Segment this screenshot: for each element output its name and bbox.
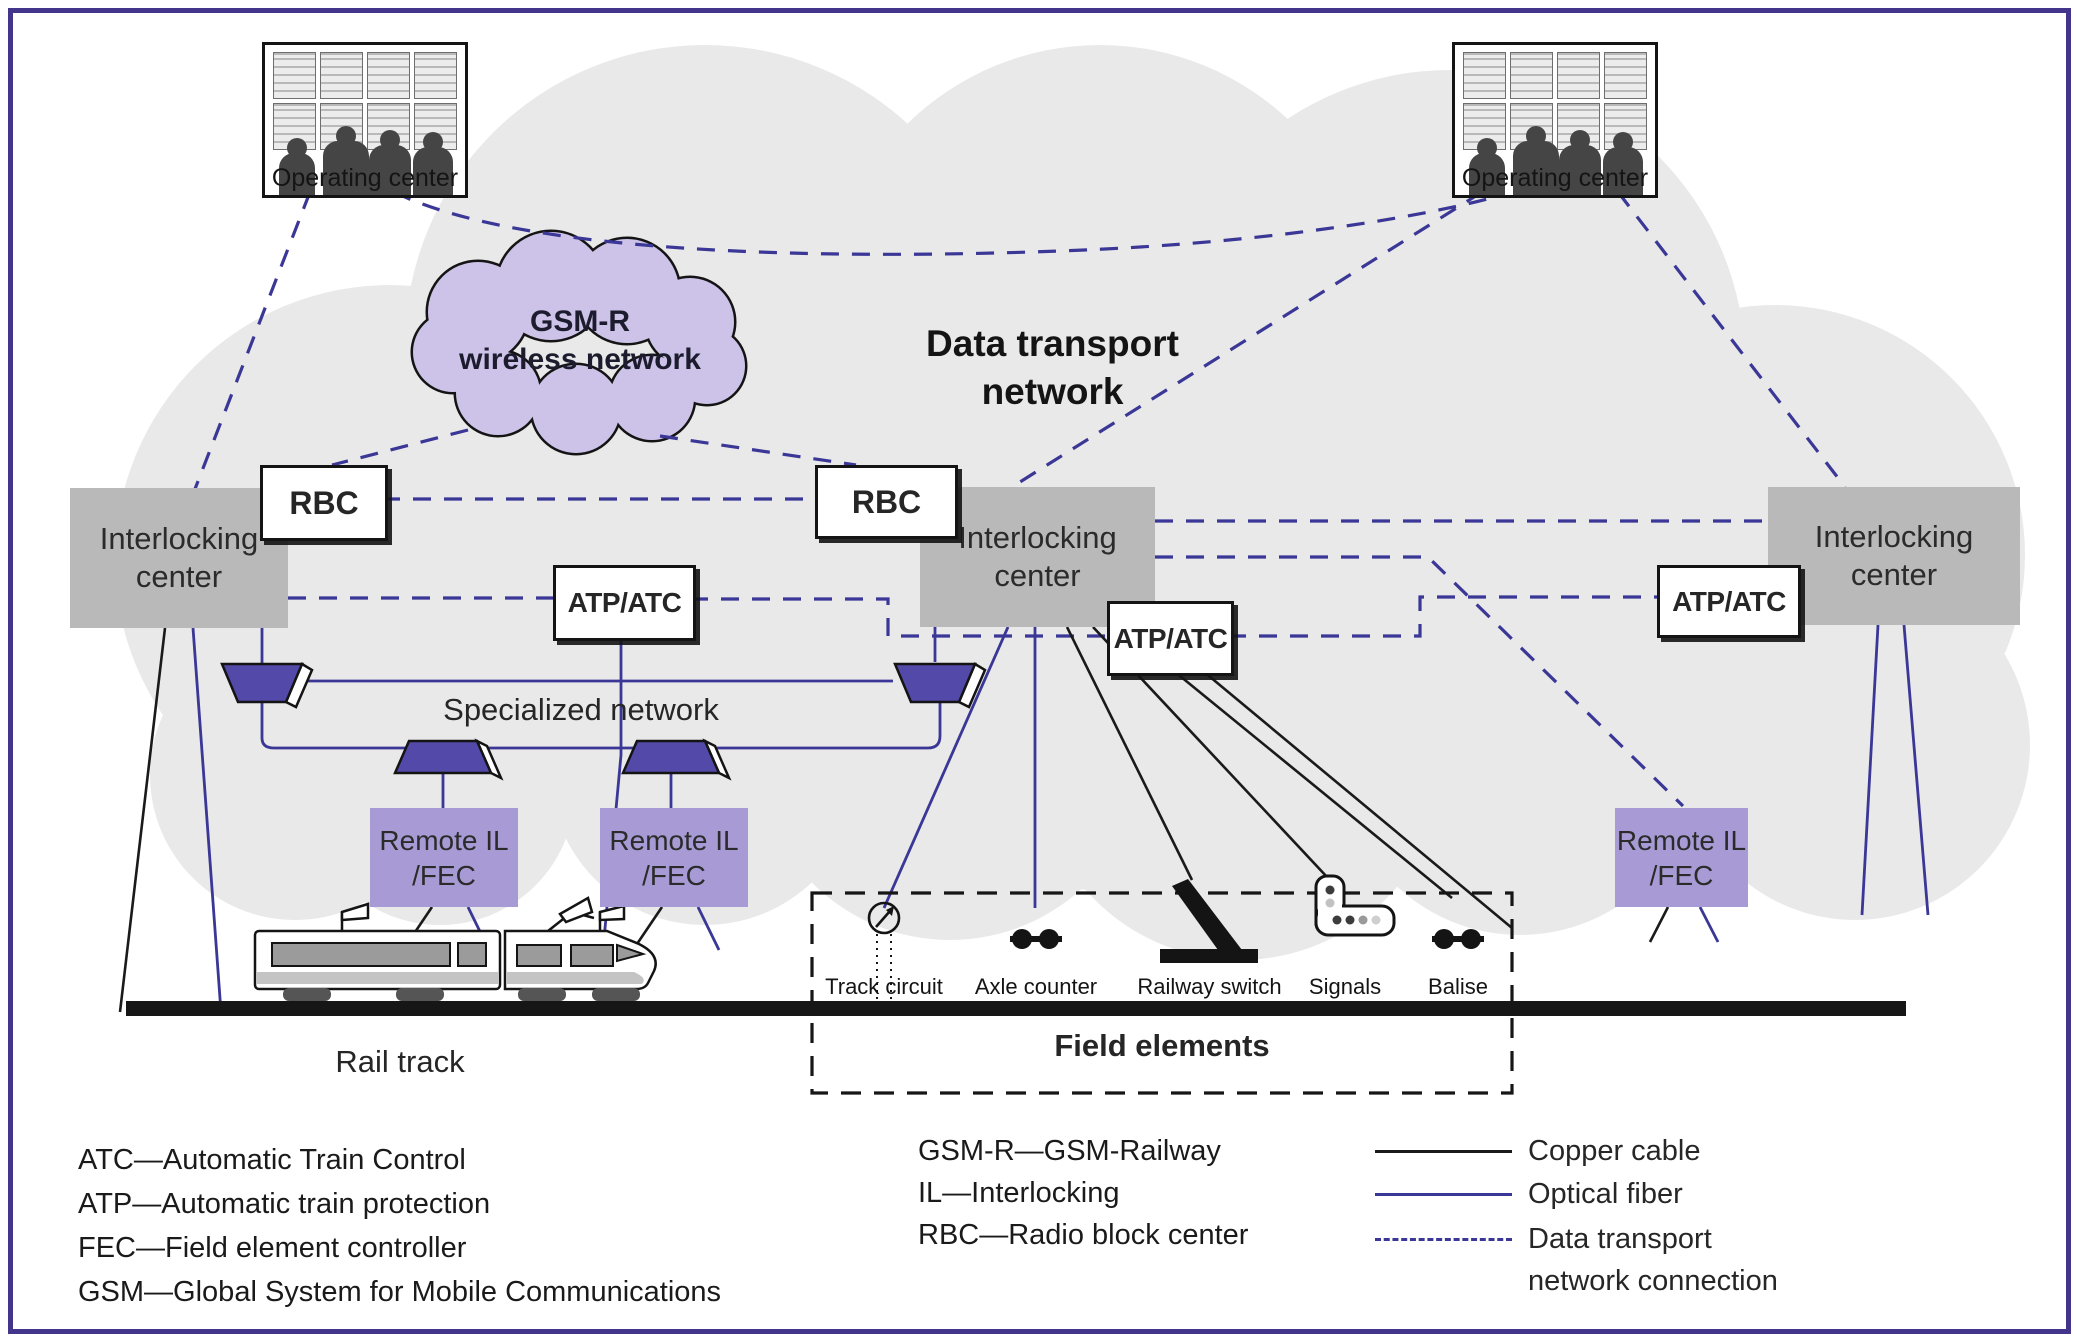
optical-interlocking-right-leg2 bbox=[1902, 624, 1930, 916]
network-node-icon bbox=[393, 738, 504, 781]
atp-atc-mid-box: ATP/ATC bbox=[1107, 601, 1234, 676]
monitor-screen bbox=[1463, 52, 1506, 99]
copper-remote-right-leg bbox=[1648, 906, 1670, 943]
copper-interlocking-left-leg bbox=[118, 627, 167, 1013]
dashed-atp-mid-to-atp-right bbox=[1228, 595, 1657, 638]
copper-to-railway-switch bbox=[1065, 626, 1194, 881]
dashed-opleft-to-opright-sweep bbox=[393, 190, 1513, 256]
monitor-screen bbox=[320, 52, 363, 99]
balise-icon bbox=[1432, 929, 1484, 949]
remote-il-fec-mid: Remote IL /FEC bbox=[600, 808, 748, 907]
train-icon bbox=[253, 896, 657, 1001]
dashed-network-connections bbox=[193, 190, 1847, 808]
dashed-connection-sample-line bbox=[1375, 1238, 1512, 1241]
railway-switch-icon bbox=[1160, 879, 1258, 963]
page-border-frame bbox=[8, 8, 2071, 1334]
track-circuit-label: Track circuit bbox=[825, 974, 943, 999]
operator-silhouette bbox=[279, 153, 315, 195]
optical-remote-right-leg bbox=[1698, 906, 1720, 943]
monitor-screen bbox=[1557, 103, 1600, 150]
dashed-gsm-to-rbc-left bbox=[331, 428, 469, 467]
optical-interlocking-left-leg bbox=[191, 627, 223, 1013]
operator-silhouette bbox=[323, 141, 369, 195]
operator-silhouette bbox=[1559, 145, 1601, 195]
remote-il-fec-right: Remote IL /FEC bbox=[1615, 808, 1748, 907]
track-circuit-icon bbox=[867, 901, 901, 1000]
railway-switch-label: Railway switch bbox=[1137, 974, 1282, 999]
interlocking-center-right: Interlocking center bbox=[1768, 487, 2020, 625]
atp-atc-left-box: ATP/ATC bbox=[553, 565, 696, 641]
remote-il-fec-left: Remote IL /FEC bbox=[370, 808, 518, 907]
network-node-icons bbox=[220, 662, 987, 781]
legend-abbreviations-col2: GSM-R—GSM-Railway IL—Interlocking RBC—Ra… bbox=[918, 1130, 1248, 1256]
monitor-screen bbox=[1510, 52, 1553, 99]
operating-center-label: Operating center bbox=[1461, 164, 1649, 192]
optical-to-track-circuit bbox=[882, 626, 1010, 909]
dashed-interlocking-mid-to-remote-right bbox=[1155, 555, 1685, 808]
operating-center-label: Operating center bbox=[271, 164, 459, 192]
legend-entry: RBC—Radio block center bbox=[918, 1219, 1249, 1251]
legend-entry: GSM-R—GSM-Railway bbox=[918, 1135, 1221, 1167]
monitor-screen bbox=[273, 52, 316, 99]
dashed-connection-label-line1: Data transport bbox=[1528, 1223, 1712, 1255]
optical-remote-mid-leg bbox=[696, 906, 721, 951]
balise-label: Balise bbox=[1428, 974, 1488, 999]
dashed-opleft-to-interlocking-left bbox=[193, 191, 312, 490]
axle-counter-label: Axle counter bbox=[974, 974, 1098, 999]
network-node-icon bbox=[220, 662, 314, 709]
legend-entry: FEC—Field element controller bbox=[78, 1232, 467, 1264]
legend-entry: GSM—Global System for Mobile Communicati… bbox=[78, 1276, 722, 1308]
network-node-icon bbox=[621, 738, 732, 781]
field-elements-title: Field elements bbox=[1054, 1028, 1270, 1063]
operating-center-left: Operating center bbox=[262, 42, 468, 198]
copper-to-field-right bbox=[1149, 626, 1513, 929]
dashed-atp-left-to-atp-mid bbox=[690, 597, 1107, 638]
legend-entry: ATP—Automatic train protection bbox=[78, 1188, 491, 1220]
atp-atc-right-box: ATP/ATC bbox=[1657, 565, 1801, 638]
data-transport-network-label: Data transport network bbox=[926, 323, 1179, 412]
optical-lower-bus bbox=[260, 701, 942, 750]
gsm-r-cloud-label: GSM-R wireless network bbox=[459, 305, 701, 376]
operator-silhouette bbox=[413, 147, 453, 195]
axle-counter-icon bbox=[1010, 929, 1062, 949]
field-elements-box bbox=[810, 891, 1514, 1095]
copper-cable-sample-line bbox=[1375, 1150, 1512, 1153]
signals-icon bbox=[1314, 874, 1396, 937]
rail-track-bar bbox=[126, 1001, 1906, 1016]
monitor-wall-graphic bbox=[1463, 52, 1647, 150]
specialized-network-label: Specialized network bbox=[443, 692, 719, 727]
monitor-screen bbox=[1557, 52, 1600, 99]
gsm-r-cloud bbox=[410, 229, 748, 456]
dashed-connection-label-line2: network connection bbox=[1528, 1265, 1778, 1297]
copper-remote-mid-leg bbox=[635, 906, 664, 945]
copper-cable-label: Copper cable bbox=[1528, 1135, 1701, 1167]
operator-silhouette bbox=[1513, 141, 1559, 195]
rail-track-label: Rail track bbox=[335, 1044, 465, 1079]
rbc-mid-box: RBC bbox=[815, 465, 958, 539]
signals-label: Signals bbox=[1308, 974, 1382, 999]
legend-abbreviations-col1: ATC—Automatic Train Control ATP—Automati… bbox=[78, 1138, 721, 1314]
data-transport-cloud bbox=[115, 45, 2030, 960]
interlocking-center-mid: Interlocking center bbox=[920, 487, 1155, 627]
operator-silhouette bbox=[369, 145, 411, 195]
optical-fiber-label: Optical fiber bbox=[1528, 1178, 1683, 1210]
monitor-screen bbox=[367, 52, 410, 99]
monitor-screen bbox=[414, 52, 457, 99]
dashed-opright-to-interlocking-right bbox=[1616, 191, 1847, 488]
operator-silhouette bbox=[1469, 153, 1505, 195]
legend-entry: ATC—Automatic Train Control bbox=[78, 1144, 466, 1176]
monitor-screen bbox=[1604, 52, 1647, 99]
operating-center-right: Operating center bbox=[1452, 42, 1658, 198]
operator-silhouette bbox=[1603, 147, 1643, 195]
dashed-gsm-to-rbc-mid bbox=[659, 434, 857, 467]
rbc-left-box: RBC bbox=[260, 465, 388, 541]
optical-fiber-sample-line bbox=[1375, 1193, 1512, 1196]
legend-entry: IL—Interlocking bbox=[918, 1177, 1120, 1209]
optical-interlocking-right-leg1 bbox=[1860, 624, 1880, 916]
network-node-icon bbox=[893, 662, 987, 709]
interlocking-center-left: Interlocking center bbox=[70, 488, 288, 628]
